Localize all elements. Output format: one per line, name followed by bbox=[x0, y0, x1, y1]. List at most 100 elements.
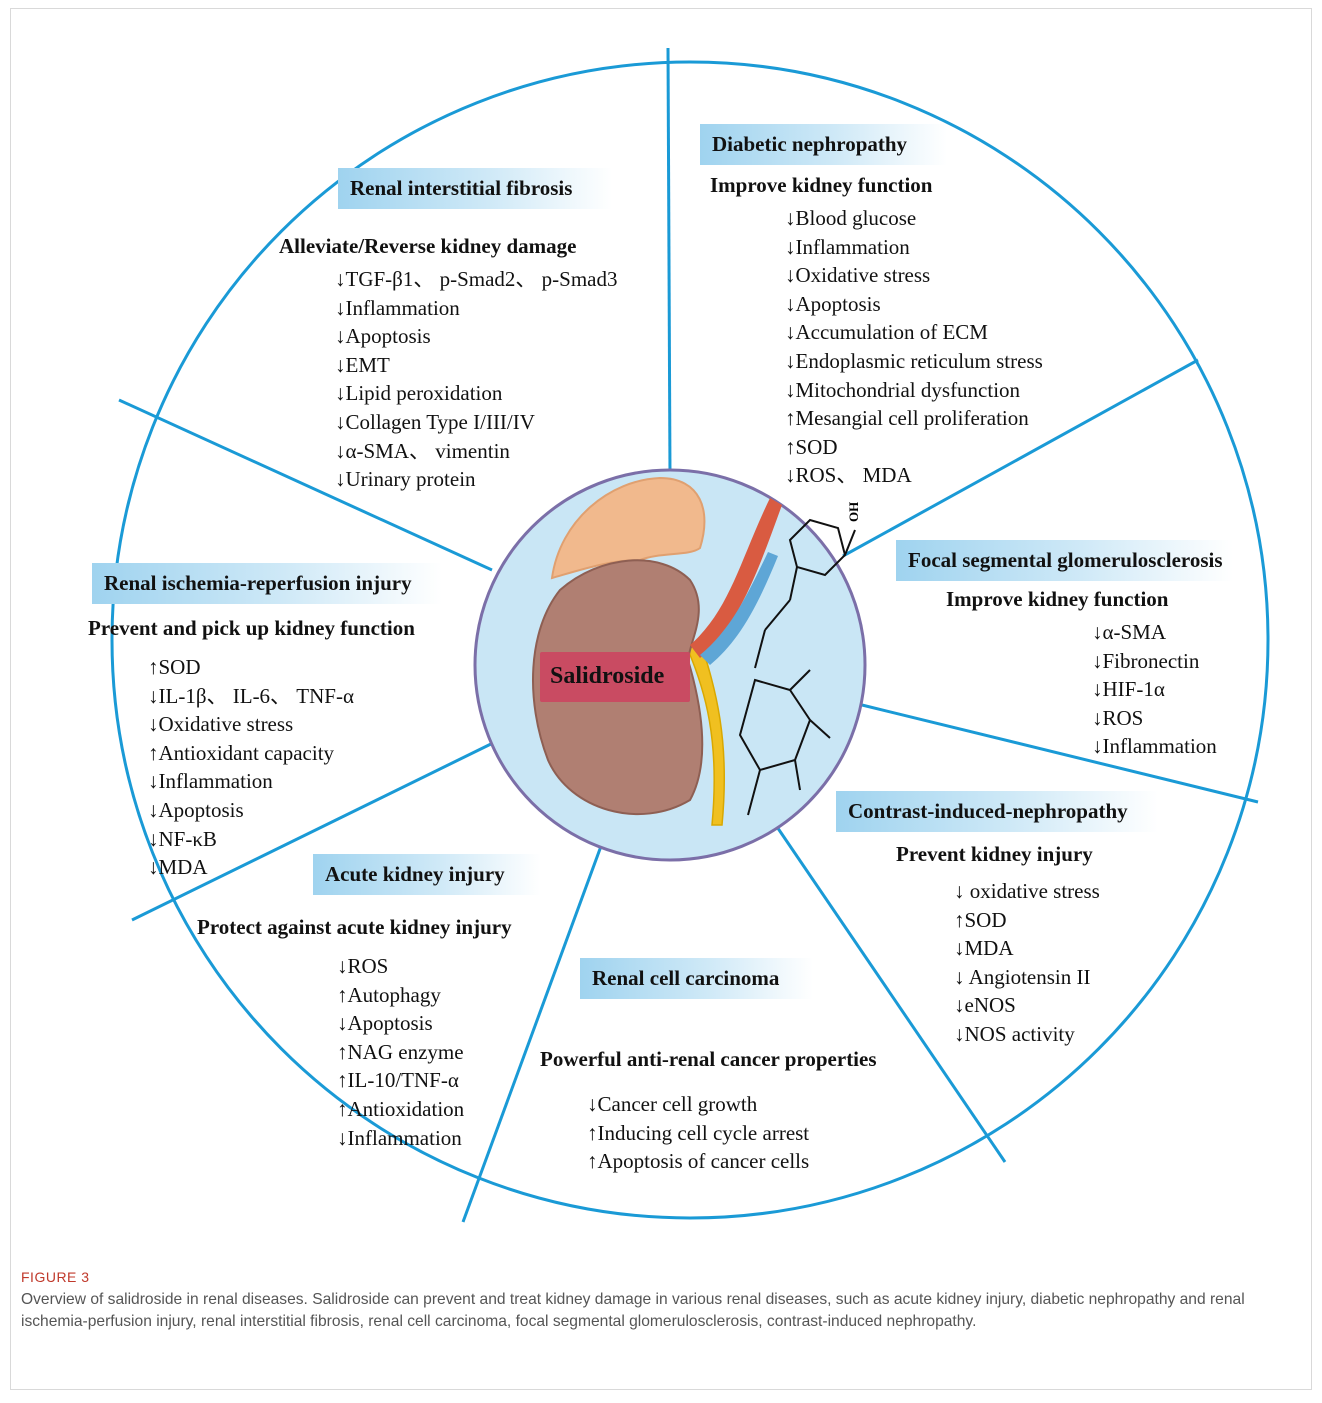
salidroside-label: Salidroside bbox=[550, 663, 665, 689]
segment-title: Renal ischemia-reperfusion injury bbox=[92, 563, 442, 604]
salidroside-molecule bbox=[738, 518, 856, 816]
list-item: ↑SOD bbox=[954, 907, 1007, 932]
list-item: ↑Mesangial cell proliferation bbox=[785, 406, 1029, 431]
list-item: ↓Fibronectin bbox=[1092, 648, 1200, 673]
list-item: ↓EMT bbox=[335, 352, 390, 377]
list-item: ↓ROS、 MDA bbox=[785, 463, 912, 488]
list-item: ↓NOS activity bbox=[954, 1021, 1075, 1046]
divider-line bbox=[771, 820, 1007, 1163]
list-item: ↓Apoptosis bbox=[148, 797, 244, 822]
segment-contrast-induced-nephropathy: Contrast-induced-nephropathy Prevent kid… bbox=[836, 791, 1158, 1049]
list-item: ↓Inflammation bbox=[148, 769, 273, 794]
hydroxyl-label: OH bbox=[846, 502, 861, 522]
segment-title: Diabetic nephropathy bbox=[700, 124, 948, 165]
list-item: ↓Mitochondrial dysfunction bbox=[785, 377, 1021, 402]
segment-renal-ischemia-reperfusion-injury: Renal ischemia-reperfusion injury Preven… bbox=[88, 563, 442, 882]
segment-subtitle: Powerful anti-renal cancer properties bbox=[540, 1047, 877, 1071]
list-item: ↓HIF-1α bbox=[1092, 677, 1165, 702]
segment-item-list: ↑SOD ↓IL-1β、 IL-6、 TNF-α ↓Oxidative stre… bbox=[148, 653, 442, 882]
list-item: ↑Antioxidant capacity bbox=[148, 740, 335, 765]
list-item: ↑Antioxidation bbox=[337, 1096, 465, 1121]
list-item: ↑Apoptosis of cancer cells bbox=[587, 1149, 810, 1174]
renal-artery-shape bbox=[690, 498, 782, 658]
segment-acute-kidney-injury: Acute kidney injury bbox=[313, 854, 541, 895]
list-item: ↓ Angiotensin II bbox=[954, 964, 1091, 989]
segment-item-list: ↓ oxidative stress ↑SOD ↓MDA ↓ Angiotens… bbox=[954, 877, 1158, 1049]
list-item: ↑SOD bbox=[785, 434, 838, 459]
segment-title: Renal interstitial fibrosis bbox=[338, 168, 613, 209]
outer-circle bbox=[110, 60, 1270, 1220]
divider-line bbox=[131, 740, 496, 922]
bond-line bbox=[844, 529, 856, 556]
list-item: ↓MDA bbox=[148, 855, 208, 880]
segment-item-list: ↓Cancer cell growth ↑Inducing cell cycle… bbox=[587, 1090, 877, 1176]
segment-renal-cell-carcinoma: Renal cell carcinoma bbox=[580, 958, 814, 999]
list-item: ↓Inflammation bbox=[1092, 734, 1217, 759]
list-item: ↓α-SMA、 vimentin bbox=[335, 438, 510, 463]
list-item: ↓ROS bbox=[337, 954, 389, 978]
figure-label: FIGURE 3 bbox=[21, 1269, 90, 1285]
divider-line bbox=[666, 47, 672, 477]
list-item: ↓MDA bbox=[954, 936, 1014, 961]
list-item: ↓Oxidative stress bbox=[148, 712, 294, 737]
list-item: ↓Inflammation bbox=[337, 1125, 462, 1150]
segment-item-list: ↓α-SMA ↓Fibronectin ↓HIF-1α ↓ROS ↓Inflam… bbox=[1092, 618, 1233, 761]
divider-line bbox=[461, 837, 606, 1223]
list-item: ↓Inflammation bbox=[335, 295, 460, 320]
segment-subtitle: Improve kidney function bbox=[946, 587, 1169, 611]
segment-title: Focal segmental glomerulosclerosis bbox=[896, 540, 1233, 581]
segment-title: Acute kidney injury bbox=[313, 854, 541, 895]
list-item: ↓NF-κB bbox=[148, 826, 217, 851]
figure-frame bbox=[10, 8, 1312, 1390]
list-item: ↓TGF-β1、 p-Smad2、 p-Smad3 bbox=[335, 267, 618, 291]
segment-acute-kidney-injury-body: Protect against acute kidney injury ↓ROS… bbox=[197, 903, 512, 1152]
segment-title: Contrast-induced-nephropathy bbox=[836, 791, 1158, 832]
list-item: ↓Accumulation of ECM bbox=[785, 320, 988, 345]
renal-vein-shape bbox=[700, 552, 778, 665]
figure-caption: FIGURE 3 Overview of salidroside in rena… bbox=[21, 1269, 1301, 1333]
segment-subtitle: Prevent and pick up kidney function bbox=[88, 616, 415, 640]
segment-item-list: ↓TGF-β1、 p-Smad2、 p-Smad3 ↓Inflammation … bbox=[335, 265, 618, 494]
list-item: ↓Endoplasmic reticulum stress bbox=[785, 348, 1043, 373]
segment-subtitle: Improve kidney function bbox=[710, 173, 933, 197]
list-item: ↓α-SMA bbox=[1092, 620, 1167, 644]
list-item: ↑IL-10/TNF-α bbox=[337, 1068, 459, 1093]
divider-line bbox=[842, 358, 1199, 558]
segment-diabetic-nephropathy: Diabetic nephropathy Improve kidney func… bbox=[700, 124, 1043, 490]
bond-line bbox=[789, 669, 811, 691]
list-item: ↓Blood glucose bbox=[785, 206, 917, 230]
bond-line bbox=[754, 629, 766, 669]
ureter-shape bbox=[687, 638, 726, 826]
list-item: ↑NAG enzyme bbox=[337, 1039, 464, 1064]
list-item: ↓Apoptosis bbox=[785, 291, 881, 316]
list-item: ↓IL-1β、 IL-6、 TNF-α bbox=[148, 683, 354, 708]
bond-line bbox=[764, 599, 791, 631]
list-item: ↓ROS bbox=[1092, 705, 1144, 730]
segment-subtitle: Protect against acute kidney injury bbox=[197, 915, 512, 939]
divider-line bbox=[118, 398, 493, 572]
bond-line bbox=[809, 719, 831, 739]
segment-subtitle: Alleviate/Reverse kidney damage bbox=[279, 234, 577, 258]
list-item: ↓Oxidative stress bbox=[785, 263, 931, 288]
list-item: ↓Cancer cell growth bbox=[587, 1092, 758, 1116]
list-item: ↓Urinary protein bbox=[335, 467, 476, 492]
segment-renal-cell-carcinoma-body: Powerful anti-renal cancer properties ↓C… bbox=[540, 1035, 877, 1176]
list-item: ↓Apoptosis bbox=[337, 1011, 433, 1036]
salidroside-band bbox=[540, 652, 690, 702]
bond-line bbox=[794, 759, 801, 791]
bond-line bbox=[747, 769, 761, 816]
list-item: ↓Collagen Type I/III/IV bbox=[335, 409, 535, 434]
divider-line bbox=[861, 703, 1259, 804]
dividers bbox=[118, 47, 1259, 1223]
list-item: ↓Apoptosis bbox=[335, 324, 431, 349]
list-item: ↓Lipid peroxidation bbox=[335, 381, 503, 406]
caption-text: Overview of salidroside in renal disease… bbox=[21, 1291, 1245, 1330]
segment-renal-interstitial-fibrosis: Renal interstitial fibrosis bbox=[338, 168, 613, 209]
list-item: ↓Inflammation bbox=[785, 234, 910, 259]
bond-line bbox=[789, 566, 798, 601]
list-item: ↑Inducing cell cycle arrest bbox=[587, 1120, 810, 1145]
segment-item-list: ↓Blood glucose ↓Inflammation ↓Oxidative … bbox=[785, 204, 1043, 490]
segment-focal-segmental-glomerulosclerosis: Focal segmental glomerulosclerosis Impro… bbox=[896, 540, 1233, 761]
salidroside-wheel-diagram: OH bbox=[110, 47, 1270, 1223]
list-item: ↑SOD bbox=[148, 655, 201, 679]
